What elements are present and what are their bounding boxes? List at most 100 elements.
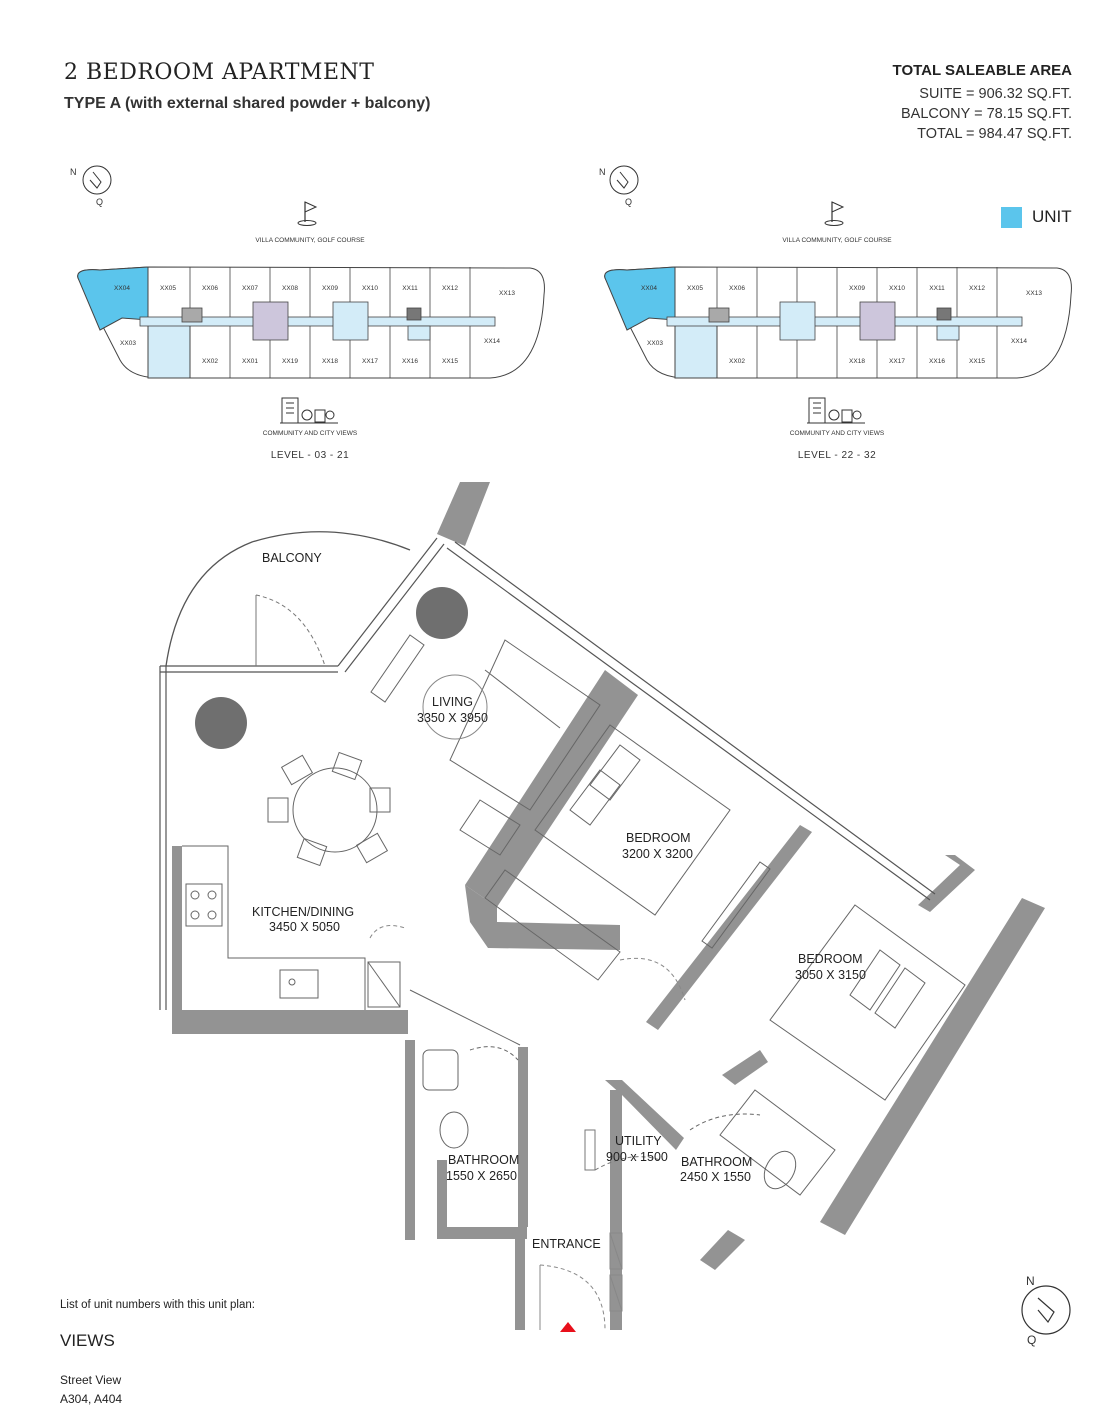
street-view-label: Street View (60, 1373, 122, 1387)
unit-label: XX11 (402, 285, 418, 292)
compass-icon: N Q (70, 165, 112, 207)
unit-label: XX14 (1011, 338, 1027, 345)
views-heading: VIEWS (60, 1331, 115, 1350)
compass-q-label: Q (1027, 1333, 1036, 1347)
unit-label: XX16 (929, 358, 945, 365)
golf-flag-icon (297, 201, 318, 226)
unit-label: XX15 (442, 358, 458, 365)
unit-legend-label: UNIT (1032, 207, 1072, 226)
level-label: LEVEL - 22 - 32 (798, 450, 876, 461)
highlighted-unit-xx04 (77, 266, 149, 331)
unit-label: XX02 (729, 358, 745, 365)
room-dim-utility: 900 x 1500 (606, 1150, 668, 1164)
level-label: LEVEL - 03 - 21 (271, 450, 349, 461)
unit-label: XX03 (647, 340, 663, 347)
unit-label: XX16 (402, 358, 418, 365)
unit-label: XX12 (969, 285, 985, 292)
unit-label: XX19 (282, 358, 298, 365)
key-plan-level-22-32: N Q VILLA COMMUNITY, GOLF COURSE (599, 165, 1072, 461)
unit-legend-swatch (1001, 207, 1022, 228)
room-label-entrance: ENTRANCE (532, 1237, 601, 1251)
unit-label: XX03 (120, 340, 136, 347)
dining-table (267, 751, 391, 867)
compass-icon: N Q (599, 165, 639, 207)
room-dim-bathroom-1: 1550 X 2650 (446, 1169, 517, 1183)
tv-unit (370, 634, 425, 703)
unit-label: XX07 (242, 285, 258, 292)
floor-plan-drawing (159, 482, 1045, 1332)
room-label-bedroom-2: BEDROOM (798, 952, 863, 966)
room-label-utility: UTILITY (615, 1134, 662, 1148)
rug (422, 674, 488, 740)
key-plan-level-03-21: N Q VILLA COMMUNITY, GOLF COURSE (70, 165, 545, 461)
city-building-icon (280, 397, 338, 424)
entrance-door (539, 1232, 623, 1331)
key-plan-top-view-label: VILLA COMMUNITY, GOLF COURSE (782, 237, 892, 244)
unit-label: XX05 (687, 285, 703, 292)
room-dim-bedroom-2: 3050 X 3150 (795, 968, 866, 982)
page-title: 2 BEDROOM APARTMENT (64, 60, 375, 85)
unit-label: XX09 (322, 285, 338, 292)
column (416, 587, 468, 639)
highlighted-unit-xx04 (604, 266, 676, 331)
city-building-icon (807, 397, 865, 424)
compass-north-label: N (70, 167, 77, 177)
unit-label: XX12 (442, 285, 458, 292)
unit-label: XX13 (499, 290, 515, 297)
bed (769, 904, 966, 1101)
suite-area: SUITE = 906.32 SQ.FT. (919, 86, 1072, 102)
room-dim-bedroom-1: 3200 X 3200 (622, 847, 693, 861)
room-label-bathroom-2: BATHROOM (681, 1155, 753, 1169)
balcony-outline (165, 531, 411, 667)
walls (172, 482, 1045, 1330)
unit-label: XX04 (641, 285, 657, 292)
compass-north-label: N (1026, 1274, 1035, 1288)
area-heading: TOTAL SALEABLE AREA (892, 62, 1072, 79)
unit-label: XX13 (1026, 290, 1042, 297)
unit-label: XX17 (362, 358, 378, 365)
unit-label: XX09 (849, 285, 865, 292)
unit-label: XX06 (202, 285, 218, 292)
key-plan-top-view-label: VILLA COMMUNITY, GOLF COURSE (255, 237, 365, 244)
room-label-bedroom-1: BEDROOM (626, 831, 691, 845)
unit-label: XX11 (929, 285, 945, 292)
unit-label: XX01 (242, 358, 258, 365)
compass-q-label: Q (625, 197, 632, 207)
unit-label: XX04 (114, 285, 130, 292)
bed (484, 724, 731, 981)
column (195, 697, 247, 749)
room-label-kitchen: KITCHEN/DINING (252, 905, 355, 919)
compass-north-label: N (599, 167, 606, 177)
unit-label: XX06 (729, 285, 745, 292)
unit-label: XX10 (362, 285, 378, 292)
bathroom-fixtures (409, 989, 521, 1149)
unit-label: XX15 (969, 358, 985, 365)
sofa (449, 639, 601, 856)
exterior-glazing (159, 537, 936, 1010)
unit-label: XX10 (889, 285, 905, 292)
entrance-marker-icon (560, 1322, 576, 1332)
kitchen-counter (182, 845, 401, 1010)
room-dim-bathroom-2: 2450 X 1550 (680, 1170, 751, 1184)
total-area: TOTAL = 984.47 SQ.FT. (917, 126, 1072, 142)
compass-q-label: Q (96, 197, 103, 207)
unit-list-label: List of unit numbers with this unit plan… (60, 1299, 255, 1311)
key-plan-bottom-view-label: COMMUNITY AND CITY VIEWS (263, 430, 358, 437)
unit-label: XX02 (202, 358, 218, 365)
golf-flag-icon (824, 201, 845, 226)
room-label-living: LIVING (432, 695, 473, 709)
unit-label: XX14 (484, 338, 500, 345)
bathroom-fixtures (689, 1089, 836, 1196)
room-dim-living: 3350 X 3950 (417, 711, 488, 725)
room-dim-kitchen: 3450 X 5050 (269, 920, 340, 934)
room-label-bathroom-1: BATHROOM (448, 1153, 520, 1167)
balcony-area: BALCONY = 78.15 SQ.FT. (901, 106, 1072, 122)
compass-icon: N Q (1021, 1274, 1071, 1347)
key-plan-bottom-view-label: COMMUNITY AND CITY VIEWS (790, 430, 885, 437)
unit-numbers: A304, A404 (60, 1392, 123, 1406)
unit-label: XX18 (849, 358, 865, 365)
unit-label: XX05 (160, 285, 176, 292)
unit-label: XX18 (322, 358, 338, 365)
unit-label: XX08 (282, 285, 298, 292)
